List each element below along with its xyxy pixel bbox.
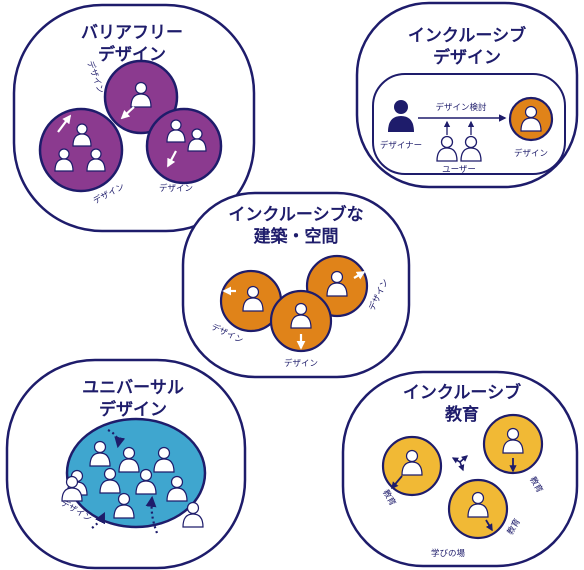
- panel-inclusive-design: インクルーシブ デザイン デザイン検討 デザイナー ユーザー デザイン: [355, 1, 579, 189]
- panel-title-line1: インクルーシブな: [228, 204, 363, 225]
- arrow-icon: [167, 150, 177, 168]
- person-icon: [61, 475, 83, 502]
- panel-inclusive-architecture: インクルーシブな 建築・空間 デザイン デザイン デザイン: [181, 191, 411, 379]
- user-group: [61, 440, 204, 528]
- user-group: [436, 135, 482, 162]
- person-icon: [242, 285, 264, 312]
- design-label: デザイン: [159, 183, 193, 194]
- arrow-icon: [120, 106, 135, 120]
- panel-title-line1: バリアフリー: [81, 23, 183, 43]
- cycle-arrows-icon: [451, 455, 468, 472]
- person-icon: [54, 148, 74, 172]
- dotted-arrow-icon: [91, 512, 105, 529]
- panel-title-line1: インクルーシブ: [403, 382, 521, 403]
- arrow-icon: [57, 114, 72, 133]
- person-icon: [99, 467, 121, 494]
- person-icon: [72, 123, 92, 147]
- person-icon: [166, 119, 186, 143]
- person-icon: [460, 135, 482, 162]
- person-icon: [153, 446, 175, 473]
- arrow-icon: [391, 475, 403, 490]
- person-icon: [118, 446, 140, 473]
- user-group: [54, 81, 207, 172]
- panel-barrier-free: バリアフリー デザイン デザイン デザイン デザイン: [12, 3, 256, 233]
- panel-title-line1: ユニバーサル: [82, 378, 184, 398]
- design-circle: [145, 107, 223, 185]
- person-icon: [502, 427, 524, 454]
- review-label: デザイン検討: [435, 102, 487, 113]
- person-icon: [130, 81, 152, 108]
- design-circle: [38, 107, 124, 193]
- designer-person-icon: [388, 100, 414, 132]
- panel-title-line2: デザイン: [99, 399, 167, 420]
- dotted-arrow-icon: [107, 429, 126, 449]
- user-label: ユーザー: [442, 165, 476, 175]
- person-icon: [436, 135, 458, 162]
- person-icon: [135, 468, 157, 495]
- panel-frame: [181, 191, 411, 379]
- arrow-icon: [353, 271, 366, 280]
- design-label: デザイン: [284, 358, 318, 369]
- panel-universal-design: ユニバーサル デザイン デザイン: [5, 358, 247, 570]
- person-icon: [326, 270, 348, 297]
- person-icon: [113, 492, 135, 519]
- panel-title-line2: デザイン: [98, 44, 166, 65]
- person-icon: [520, 105, 542, 132]
- person-icon: [166, 475, 188, 502]
- panel-title-line2: 教育: [444, 404, 479, 425]
- person-icon: [467, 491, 489, 518]
- panel-title-line2: 建築・空間: [254, 226, 339, 247]
- learning-place-label: 学びの場: [431, 548, 466, 559]
- person-icon: [89, 440, 111, 467]
- person-icon: [290, 302, 312, 329]
- person-icon: [182, 501, 204, 528]
- design-outcome: [508, 96, 554, 142]
- panel-title-line2: デザイン: [433, 47, 501, 68]
- arrow-icon: [485, 519, 493, 532]
- design-circle: [65, 417, 207, 529]
- person-icon: [86, 148, 106, 172]
- person-icon: [187, 128, 207, 152]
- panel-title-line1: インクルーシブ: [408, 25, 526, 46]
- panel-inclusive-education: インクルーシブ 教育 教育 教育 教育 学びの場: [341, 370, 579, 568]
- design-label: デザイン: [514, 148, 548, 159]
- designer-label: デザイナー: [380, 140, 422, 151]
- person-icon: [401, 449, 423, 476]
